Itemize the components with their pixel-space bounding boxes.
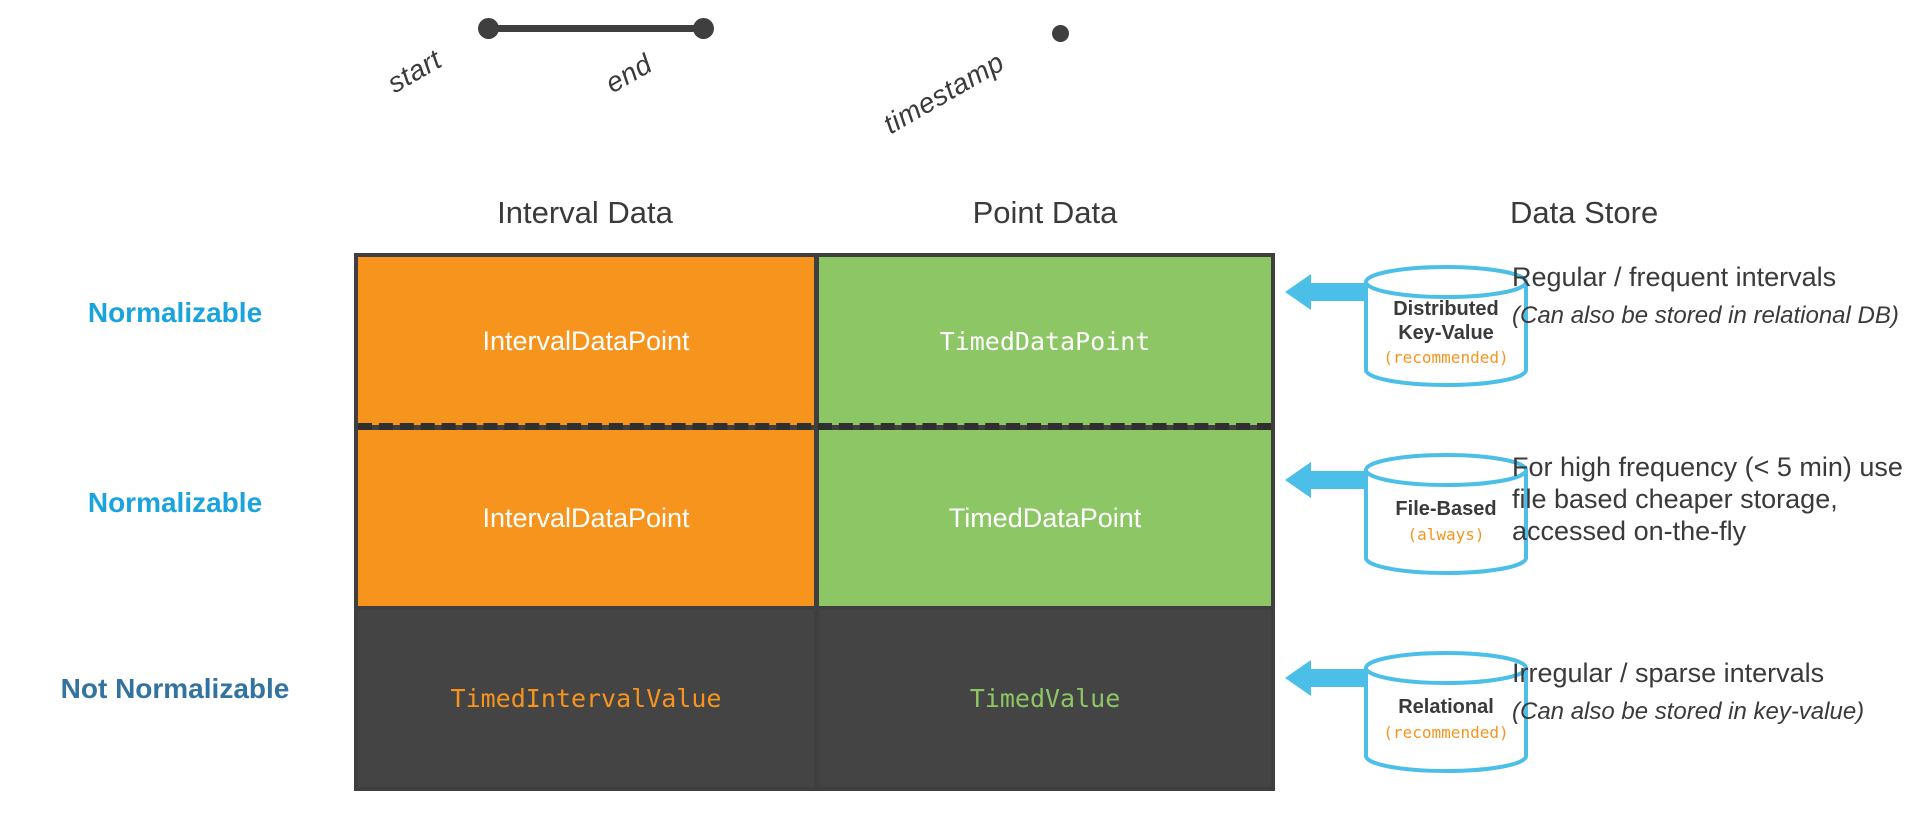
- column-header-data-store: Data Store: [1510, 195, 1659, 230]
- cylinder-name-line1: Relational: [1398, 696, 1494, 718]
- cell-label: TimedValue: [969, 684, 1121, 713]
- cell-label: TimedDataPoint: [948, 502, 1142, 533]
- cell-label: TimedDataPoint: [939, 326, 1151, 356]
- cylinder-shape: [1364, 651, 1528, 773]
- matrix-cell-point-normalizable-2[interactable]: TimedDataPoint: [819, 430, 1271, 606]
- data-store-description-3: Irregular / sparse intervals (Can also b…: [1512, 658, 1917, 726]
- point-dot-icon-start: [478, 18, 499, 39]
- point-dot-icon-end: [693, 18, 714, 39]
- description-main: Regular / frequent intervals: [1512, 262, 1837, 292]
- matrix-cell-interval-normalizable-2[interactable]: IntervalDataPoint: [358, 430, 814, 606]
- cylinder-name-line1: File-Based: [1395, 498, 1497, 520]
- cylinder-name-line2: Key-Value: [1398, 321, 1494, 344]
- column-header-point-data: Point Data: [972, 195, 1118, 230]
- description-sub: (Can also be stored in relational DB): [1512, 301, 1899, 329]
- data-store-description-1: Regular / frequent intervals (Can also b…: [1512, 262, 1917, 330]
- cylinder-note: (recommended): [1383, 722, 1509, 742]
- arrow-left-icon: [1285, 274, 1365, 310]
- database-cylinder-icon: Distributed Key-Value (recommended): [1360, 262, 1532, 390]
- cylinder-shape: [1364, 453, 1528, 575]
- cylinder-note: (always): [1407, 524, 1485, 544]
- database-cylinder-icon: File-Based (always): [1360, 450, 1532, 578]
- cell-label: IntervalDataPoint: [482, 502, 690, 533]
- row-label-not-normalizable: Not Normalizable: [60, 673, 290, 704]
- row-label-normalizable-1: Normalizable: [87, 297, 263, 328]
- cylinder-shape: [1364, 265, 1528, 387]
- cylinder-note: (recommended): [1383, 348, 1509, 368]
- legend-label-timestamp: timestamp: [878, 46, 1010, 140]
- data-store-description-2: For high frequency (< 5 min) use file ba…: [1512, 452, 1917, 548]
- point-dot-icon-timestamp: [1052, 25, 1069, 42]
- cylinder-name-line1: Distributed: [1393, 298, 1499, 320]
- cylinder-label-group: File-Based (always): [1360, 498, 1532, 544]
- description-main: For high frequency (< 5 min) use file ba…: [1512, 452, 1903, 546]
- cell-label: IntervalDataPoint: [482, 325, 690, 356]
- description-sub: (Can also be stored in key-value): [1512, 697, 1865, 725]
- interval-segment-icon: [488, 25, 706, 32]
- database-cylinder-icon: Relational (recommended): [1360, 648, 1532, 776]
- data-type-matrix: IntervalDataPoint TimedDataPoint Interva…: [354, 253, 1275, 791]
- cell-label: TimedIntervalValue: [450, 684, 722, 713]
- matrix-vertical-separator: [814, 257, 819, 787]
- matrix-cell-point-not-normalizable[interactable]: TimedValue: [819, 610, 1271, 787]
- legend-label-start: start: [382, 43, 447, 99]
- matrix-cell-interval-normalizable-1[interactable]: IntervalDataPoint: [358, 257, 814, 425]
- cylinder-label-group: Relational (recommended): [1360, 696, 1532, 742]
- row-label-normalizable-2: Normalizable: [87, 487, 263, 518]
- matrix-dashed-divider: [358, 423, 1271, 430]
- cylinder-label-group: Distributed Key-Value (recommended): [1360, 298, 1532, 368]
- arrow-left-icon: [1285, 462, 1365, 498]
- legend-label-end: end: [600, 47, 658, 99]
- description-main: Irregular / sparse intervals: [1512, 658, 1825, 688]
- matrix-cell-interval-not-normalizable[interactable]: TimedIntervalValue: [358, 610, 814, 787]
- column-header-interval-data: Interval Data: [497, 195, 673, 230]
- matrix-cell-point-normalizable-1[interactable]: TimedDataPoint: [819, 257, 1271, 425]
- arrow-left-icon: [1285, 660, 1365, 696]
- legend-group: start end timestamp: [0, 0, 1200, 160]
